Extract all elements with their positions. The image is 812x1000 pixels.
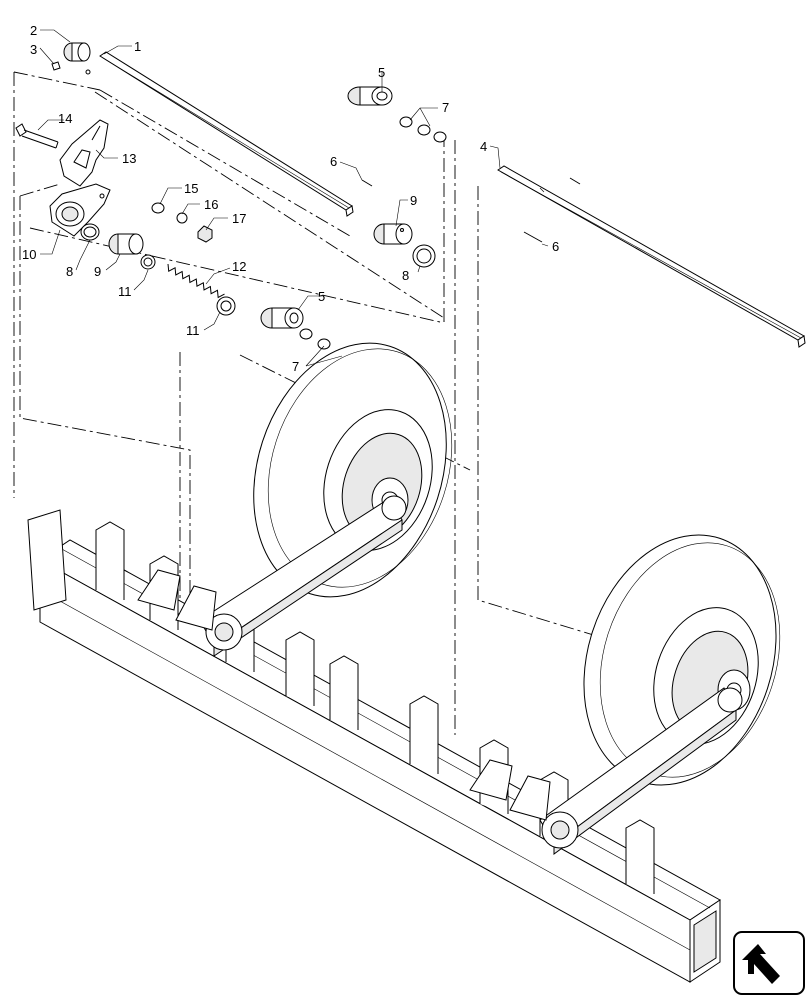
bolt-14: [15, 123, 59, 149]
callout-5-top: 5: [378, 65, 385, 80]
callout-12: 12: [232, 259, 246, 274]
callout-2: 2: [30, 23, 37, 38]
callout-15: 15: [184, 181, 198, 196]
callout-11-b: 11: [186, 323, 200, 338]
leader-lines: [37, 29, 549, 367]
callout-numbers: 1 2 3 4 5 5 6 6 7 7 8 8 9 9 10 11 11 12 …: [22, 23, 559, 374]
callout-13: 13: [122, 151, 136, 166]
callout-8-left: 8: [66, 264, 73, 279]
arm-lower: [469, 687, 743, 855]
callout-3: 3: [30, 42, 37, 57]
washers-7-top: [399, 116, 447, 143]
bracket-13: [59, 119, 109, 187]
callout-1: 1: [134, 39, 141, 54]
callout-7-top: 7: [442, 100, 449, 115]
back-arrow-icon[interactable]: [733, 931, 805, 995]
callout-11-a: 11: [118, 284, 132, 299]
arm-upper: [137, 495, 407, 657]
callout-4: 4: [480, 139, 487, 154]
assembly-guide-lines: [13, 71, 611, 735]
pin-6: [361, 177, 581, 243]
shaft-4: [497, 165, 806, 348]
callout-14: 14: [58, 111, 72, 126]
plate-10: [49, 183, 111, 241]
wheel-lower: [583, 534, 781, 786]
callout-17: 17: [232, 211, 246, 226]
callout-5-lower: 5: [318, 289, 325, 304]
wheel-upper: [253, 342, 453, 598]
washer-15-nut-16-17: [151, 202, 213, 243]
callout-10: 10: [22, 247, 36, 262]
callout-7-lower: 7: [292, 359, 299, 374]
callout-9-left: 9: [94, 264, 101, 279]
callout-16: 16: [204, 197, 218, 212]
callout-6-right: 6: [552, 239, 559, 254]
bushing-5-lower: [260, 307, 349, 360]
bushing-2: [51, 42, 91, 75]
bushing-9-right: [373, 223, 436, 268]
bushing-9-left: [108, 233, 156, 270]
shaft-1: [99, 51, 354, 217]
callout-8-right: 8: [402, 268, 409, 283]
bushing-5-top: [347, 86, 393, 106]
callout-9-right: 9: [410, 193, 417, 208]
spring-12: [167, 263, 236, 316]
callout-6-left: 6: [330, 154, 337, 169]
